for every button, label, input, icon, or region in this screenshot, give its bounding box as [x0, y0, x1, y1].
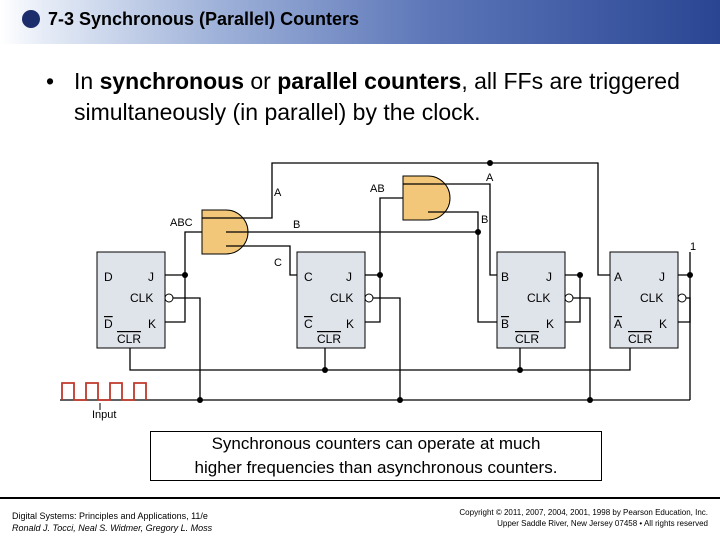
ff-c-j: J [346, 270, 352, 284]
ff-d-qbar: D [104, 317, 113, 331]
ff-a-clk: CLK [640, 291, 663, 305]
footer-publisher: Upper Saddle River, New Jersey 07458 • A… [497, 519, 708, 528]
label-a-input: A [274, 187, 282, 199]
label-top-a: A [486, 172, 494, 184]
ff-d-clk: CLK [130, 291, 153, 305]
ff-b-clr: CLR [515, 332, 539, 346]
junction-dot [397, 397, 403, 403]
ff-a-k: K [659, 317, 667, 331]
flipflop-c [296, 251, 366, 349]
ff-b-qbar: B [501, 317, 509, 331]
label-one: 1 [690, 241, 696, 253]
ff-a-q: A [614, 270, 622, 284]
and-gate-ab [402, 175, 451, 221]
footer-divider [0, 497, 720, 499]
caption-line-1: Synchronous counters can operate at much [211, 434, 541, 453]
clk-bubble-d [164, 293, 174, 303]
ff-c-k: K [346, 317, 354, 331]
bullet-text-3: , all FFs are triggered simultaneously (… [74, 68, 680, 125]
footer-book-title: Digital Systems: Principles and Applicat… [12, 511, 208, 521]
label-abc: ABC [170, 217, 193, 229]
flipflop-a [609, 251, 679, 349]
ff-b-j: J [546, 270, 552, 284]
label-ab: AB [370, 183, 385, 195]
bullet-bold-parallel: parallel counters [277, 68, 462, 94]
clk-wire-d [165, 297, 201, 400]
clk-bubble-a [677, 293, 687, 303]
junction-dot [182, 272, 188, 278]
title-bullet-icon [22, 10, 40, 28]
wire-a-to-abc [202, 162, 490, 219]
ff-d-j: J [148, 270, 154, 284]
ff-d-q: D [104, 270, 113, 284]
wire-a-to-ab [403, 183, 497, 276]
flipflop-d [96, 251, 166, 349]
wire-abc-to-d [165, 231, 202, 323]
junction-dot [587, 397, 593, 403]
junction-dot [197, 397, 203, 403]
clk-wire-c [365, 297, 401, 400]
clk-bubble-b [564, 293, 574, 303]
flipflop-b [496, 251, 566, 349]
clk-bubble-c [364, 293, 374, 303]
title-bar [0, 0, 720, 44]
ff-d-clr: CLR [117, 332, 141, 346]
caption-box: Synchronous counters can operate at much… [150, 431, 602, 481]
wire-one-to-a-jk [678, 252, 691, 276]
clear-line [129, 348, 631, 371]
input-label: Input [92, 409, 116, 421]
ff-a-clr: CLR [628, 332, 652, 346]
ff-c-clk: CLK [330, 291, 353, 305]
ff-a-j: J [659, 270, 665, 284]
footer-copyright: Copyright © 2011, 2007, 2004, 2001, 1998… [459, 508, 708, 517]
wire-one-to-a-k [678, 275, 691, 323]
junction-dot [517, 367, 523, 373]
junction-dot [577, 272, 583, 278]
wire-c-to-abc [226, 245, 297, 276]
ff-c-clr: CLR [317, 332, 341, 346]
junction-dot [377, 272, 383, 278]
caption-line-2: higher frequencies than asynchronous cou… [194, 458, 558, 477]
ff-b-k: K [546, 317, 554, 331]
wire-q-a-out [490, 162, 610, 276]
label-b-mid: B [481, 214, 488, 226]
ff-d-k: K [148, 317, 156, 331]
bullet-marker: • [46, 68, 55, 94]
footer-authors: Ronald J. Tocci, Neal S. Widmer, Gregory… [12, 523, 213, 533]
ff-c-q: C [304, 270, 313, 284]
slide-title: 7-3 Synchronous (Parallel) Counters [48, 9, 360, 29]
clk-wire-b [565, 297, 591, 400]
label-b-input: B [293, 219, 300, 231]
and-gate-abc [201, 209, 249, 255]
bullet-bold-synchronous: synchronous [99, 68, 244, 94]
junction-dot [475, 229, 481, 235]
ff-b-q: B [501, 270, 509, 284]
ff-c-qbar: C [304, 317, 313, 331]
bullet-point: • In synchronous or parallel counters, a… [46, 66, 708, 128]
ff-b-clk: CLK [527, 291, 550, 305]
junction-dot [487, 160, 493, 166]
label-c-input: C [274, 257, 282, 269]
bullet-text-1: In [74, 68, 100, 94]
bullet-text: In synchronous or parallel counters, all… [48, 66, 708, 128]
junction-dot [687, 272, 693, 278]
clk-wire-a [678, 297, 691, 400]
wire-b-to-ab [428, 211, 497, 323]
footer-left: Digital Systems: Principles and Applicat… [12, 510, 212, 534]
wire-a-to-b-jk [565, 274, 581, 323]
bullet-text-2: or [244, 68, 278, 94]
junction-dot [322, 367, 328, 373]
footer-right: Copyright © 2011, 2007, 2004, 2001, 1998… [459, 507, 708, 529]
wire-ab-to-c [365, 197, 403, 323]
ff-a-qbar: A [614, 317, 622, 331]
input-clock-waveform [61, 382, 147, 401]
